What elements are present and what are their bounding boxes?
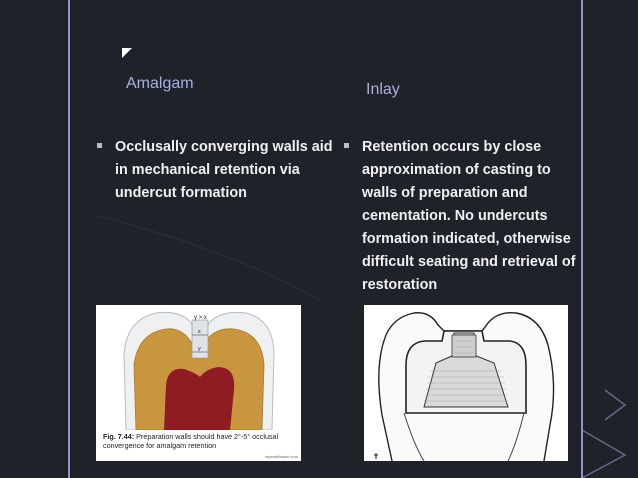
bullet-square-icon: [344, 143, 349, 148]
inlay-figure: [364, 305, 568, 461]
label-x: x: [198, 329, 201, 335]
left-accent-line: [68, 0, 70, 478]
amalgam-figure: y > x x y Fig. 7.44: Preparation walls s…: [96, 305, 301, 461]
corner-mark-icon: [122, 48, 132, 58]
bullet-square-icon: [97, 143, 102, 148]
label-y-gt-x: y > x: [194, 315, 207, 321]
figure-watermark: myhealthsaint.com: [264, 454, 298, 459]
amalgam-bullet-text: Occlusally converging walls aid in mecha…: [115, 139, 333, 201]
inlay-bullet-text: Retention occurs by close approximation …: [362, 139, 576, 293]
caption-prefix: Fig. 7.44:: [103, 432, 135, 441]
label-y: y: [198, 346, 201, 352]
amalgam-title: Amalgam: [126, 75, 194, 92]
caption-text: Preparation walls should have 2°-5° occl…: [103, 432, 279, 450]
figure-caption: Fig. 7.44: Preparation walls should have…: [103, 432, 299, 450]
inlay-title: Inlay: [366, 81, 400, 98]
right-accent-line: [581, 0, 583, 478]
inlay-tooth-illustration: [364, 305, 568, 461]
amalgam-tooth-illustration: y > x x y: [96, 305, 301, 430]
